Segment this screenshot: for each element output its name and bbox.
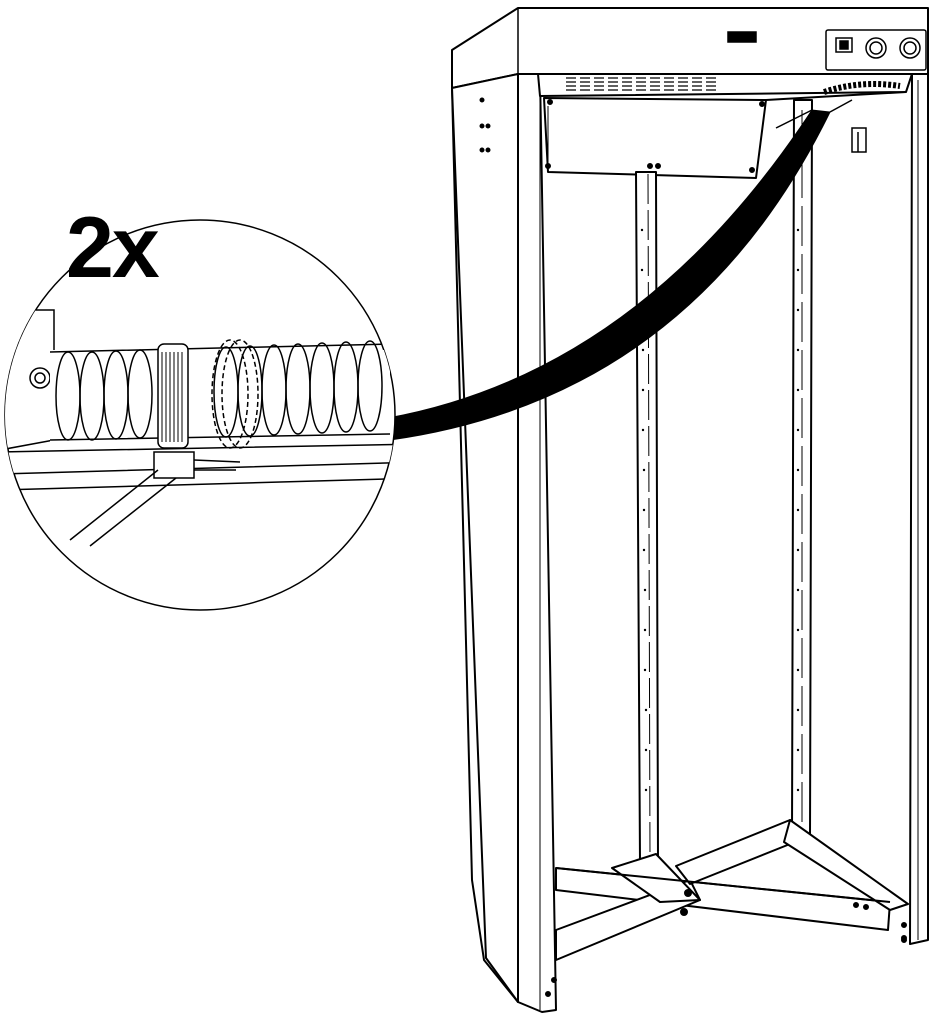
rear-left-rail xyxy=(635,171,659,863)
detail-view xyxy=(4,219,396,611)
callout-pointer xyxy=(387,109,831,441)
right-front-post xyxy=(909,73,929,945)
cable-tie-icon xyxy=(69,339,259,547)
cable-bundle xyxy=(823,81,901,95)
fan-housing xyxy=(543,97,767,179)
quantity-label: 2x xyxy=(66,200,160,296)
corrugated-hose-icon xyxy=(49,340,391,442)
base-frame xyxy=(555,819,909,961)
left-front-post xyxy=(517,73,557,1013)
control-panel xyxy=(727,29,927,71)
vent-slots xyxy=(566,77,716,91)
cabinet xyxy=(451,7,929,1013)
